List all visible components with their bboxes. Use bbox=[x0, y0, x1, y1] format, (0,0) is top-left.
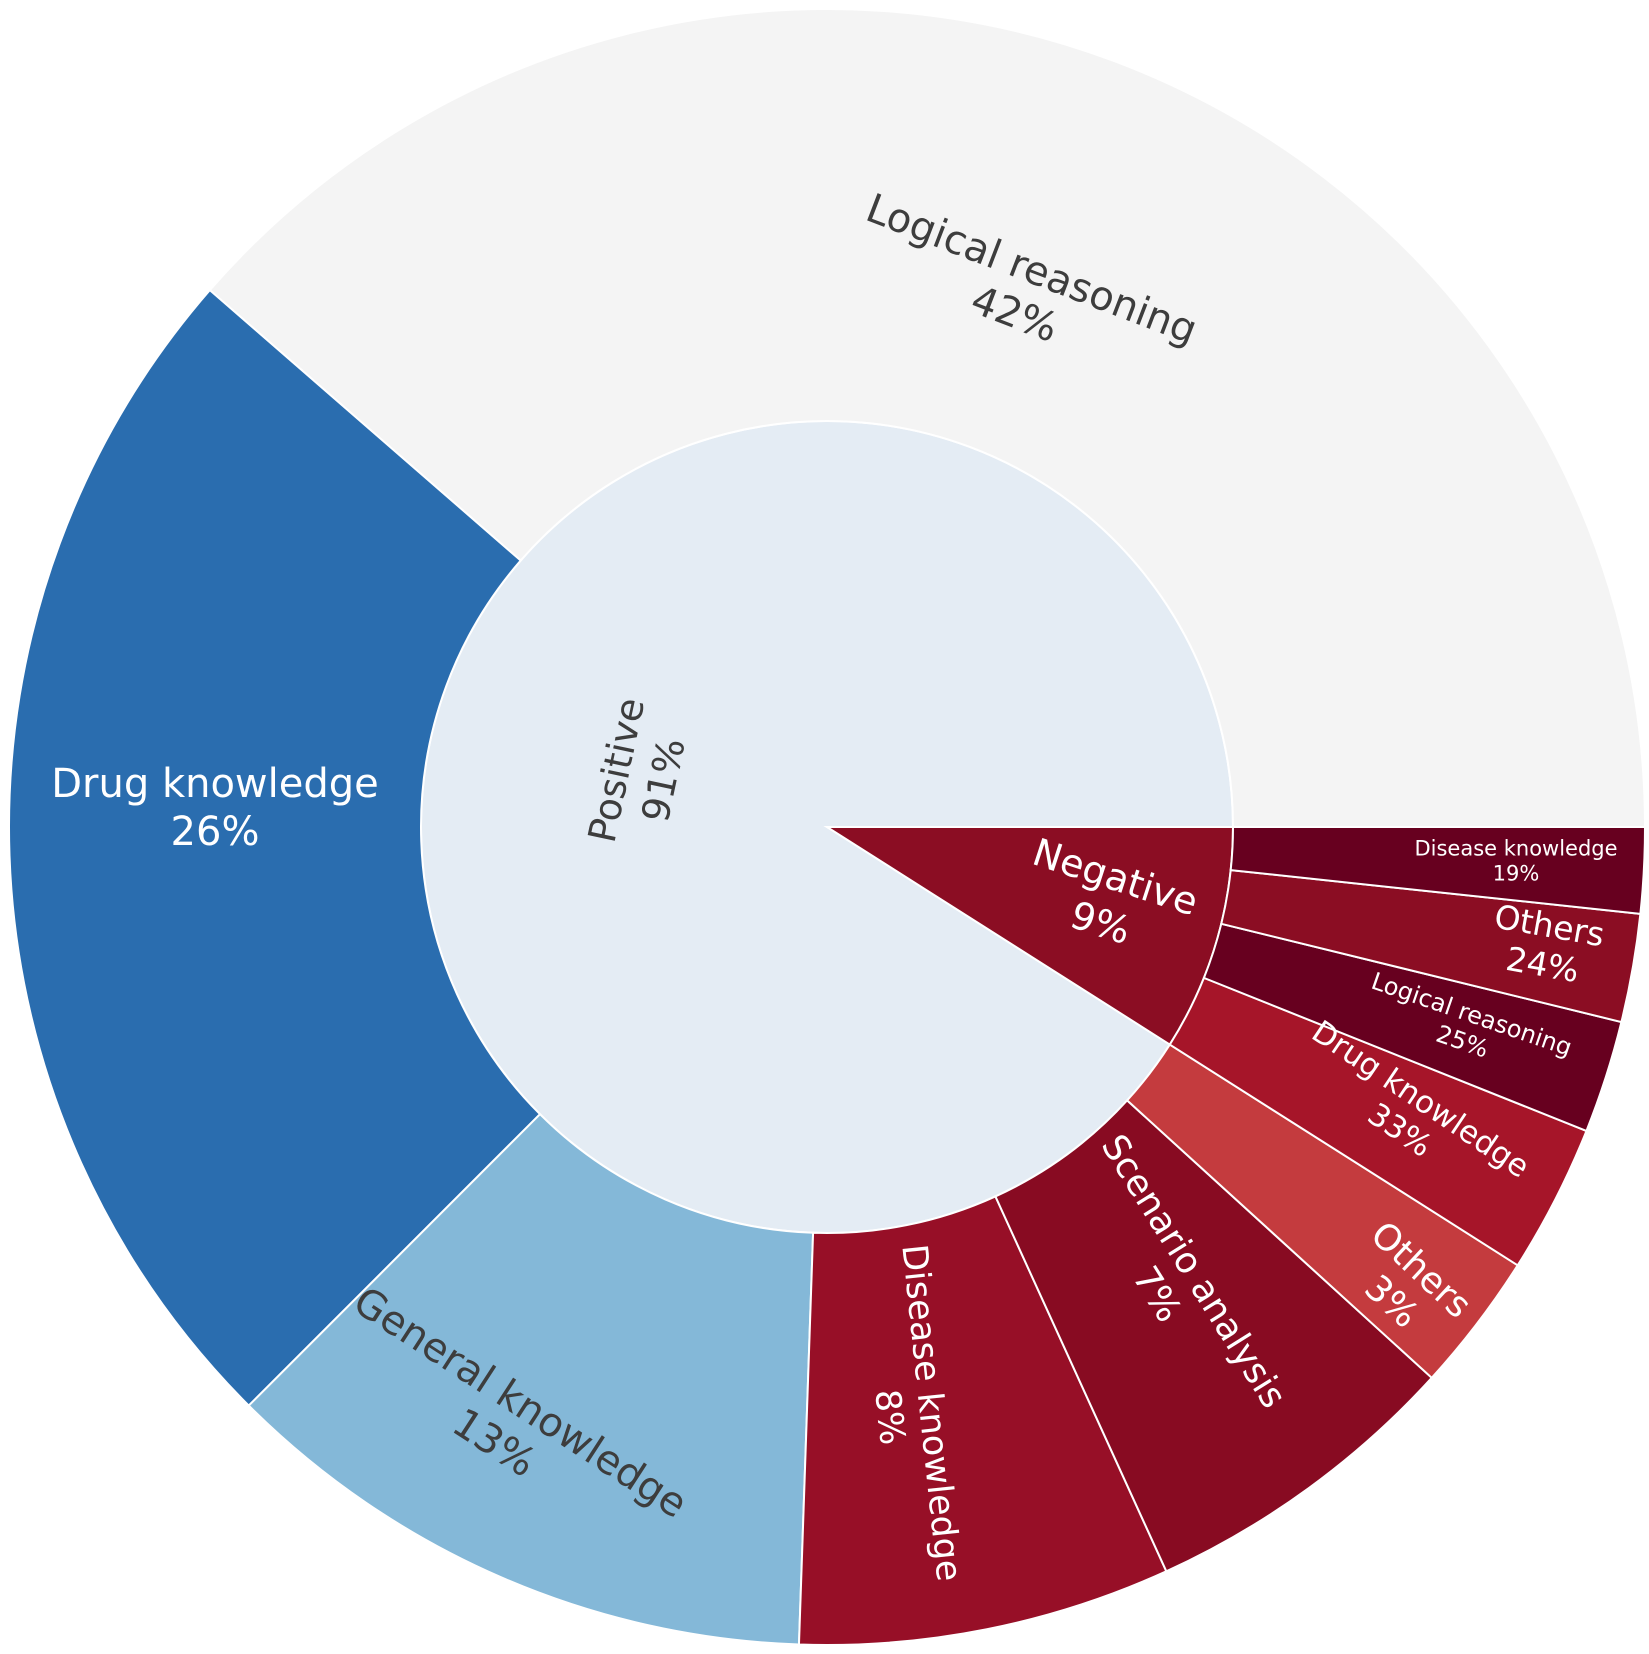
label-positive-drug-knowledge-value: 26% bbox=[171, 809, 260, 855]
label-positive-disease-knowledge-value: 8% bbox=[866, 1387, 912, 1446]
slice-negative-disease-knowledge bbox=[1229, 826, 1647, 915]
slice-negative-logical-reasoning bbox=[1202, 922, 1623, 1133]
slice-positive-drug-knowledge bbox=[8, 288, 542, 1408]
slice-positive-scenario-analysis bbox=[994, 1098, 1434, 1573]
slice-positive-general-knowledge bbox=[247, 1112, 815, 1646]
slice-negative-others bbox=[1220, 869, 1642, 1024]
label-positive-drug-knowledge-name: Drug knowledge bbox=[51, 761, 379, 807]
label-negative-disease-knowledge-value: 19% bbox=[1493, 862, 1540, 886]
slice-positive-disease-knowledge bbox=[797, 1195, 1168, 1646]
slice-positive-logical-reasoning bbox=[208, 8, 1647, 828]
slices-layer bbox=[8, 8, 1647, 1646]
slice-negative-drug-knowledge bbox=[1168, 976, 1588, 1267]
label-negative-disease-knowledge-name: Disease knowledge bbox=[1414, 836, 1617, 860]
slice-positive-others bbox=[1125, 1043, 1520, 1380]
